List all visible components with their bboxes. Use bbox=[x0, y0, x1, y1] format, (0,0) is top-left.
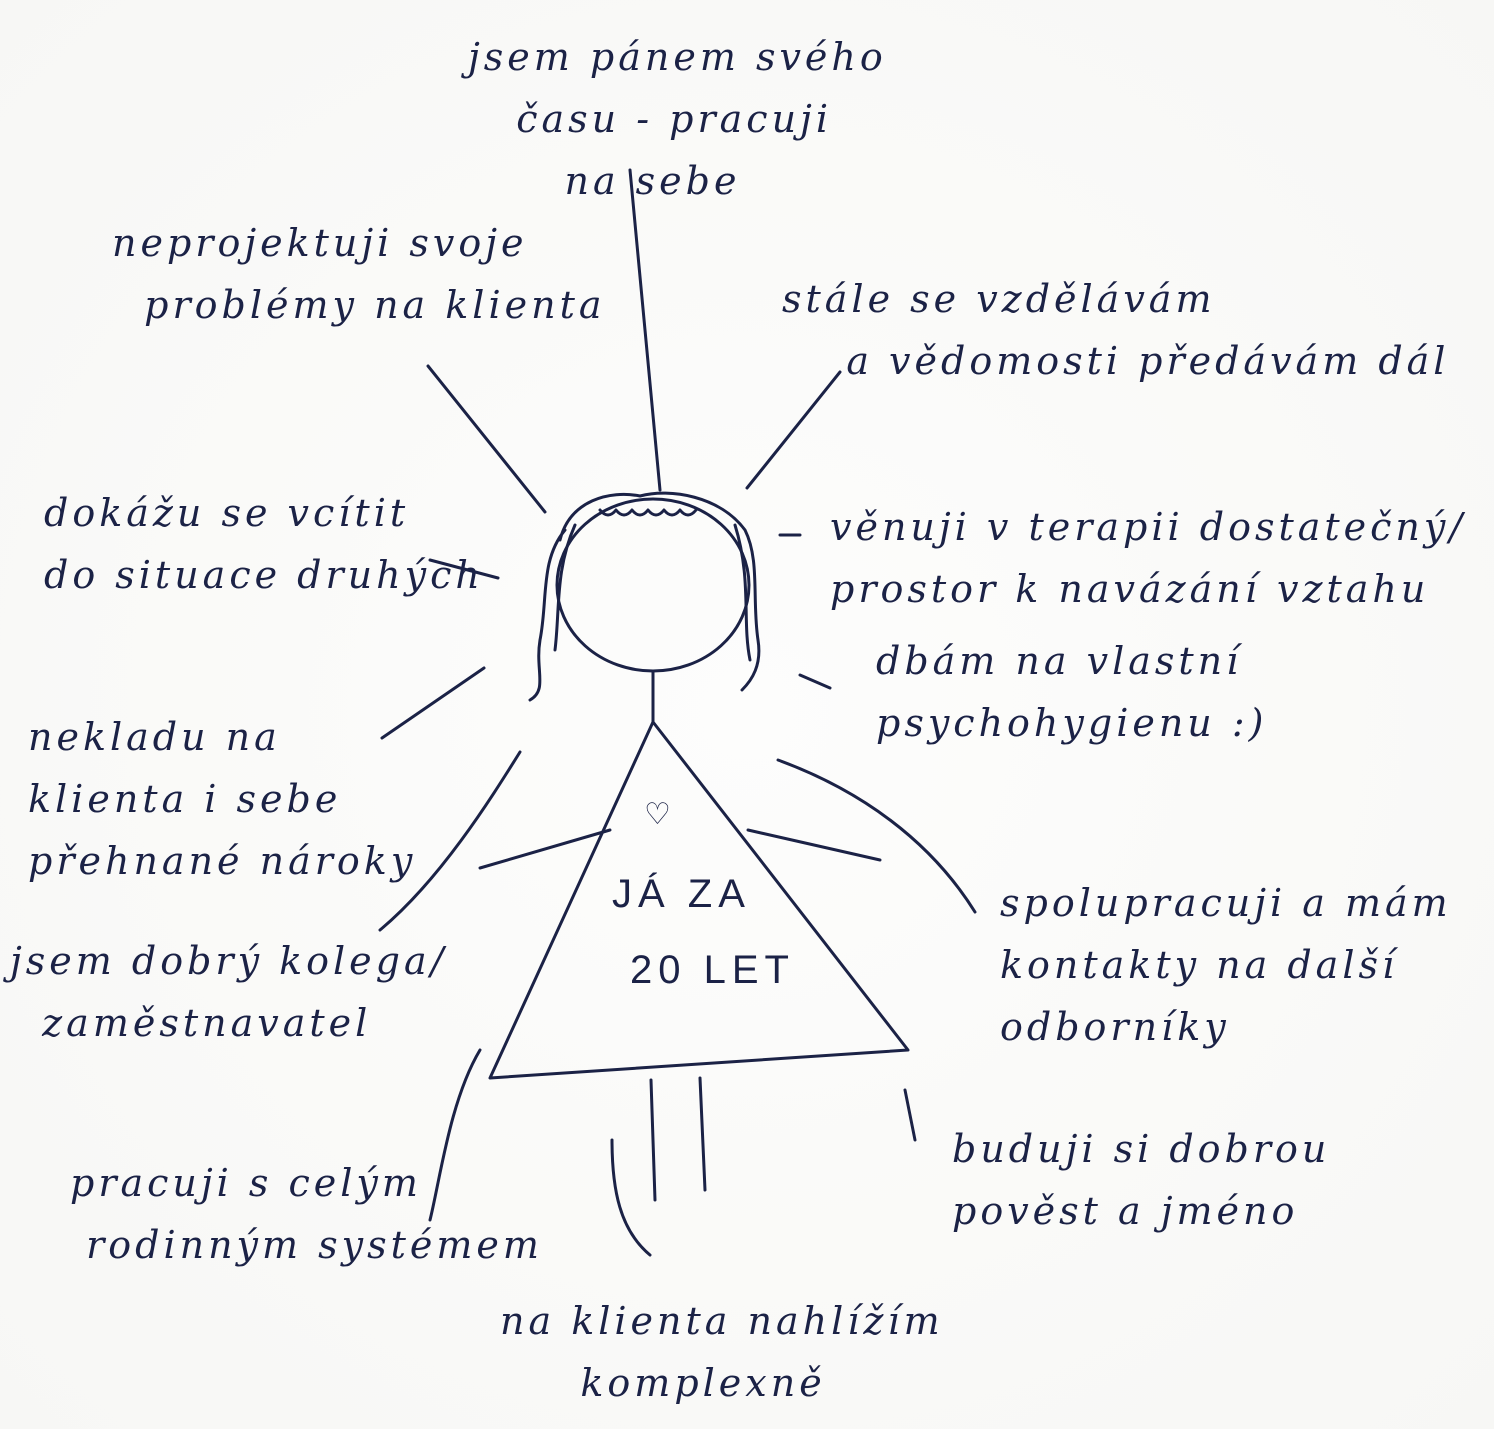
note-upper-left: neprojektuji svoje problémy na klienta bbox=[112, 221, 606, 327]
ray-middle-left bbox=[380, 666, 486, 740]
figure-hair bbox=[528, 491, 761, 702]
note-lower-left: jsem dobrý kolega/ zaměstnavatel bbox=[10, 939, 448, 1045]
note-lower-right: spolupracuji a mám kontakty na další odb… bbox=[1000, 881, 1452, 1049]
ray-top bbox=[628, 168, 662, 492]
figure-left-arm bbox=[378, 750, 612, 932]
figure-dress bbox=[488, 720, 910, 1080]
figure-leg-left bbox=[649, 1078, 657, 1202]
note-upper-right: stále se vzdělávám a vědomosti předávám … bbox=[782, 277, 1450, 383]
figure-left-arm-low bbox=[428, 1048, 482, 1222]
note-left: dokážu se vcítit do situace druhých bbox=[44, 491, 484, 597]
note-bottom-left: pracuji s celým rodinným systémem bbox=[70, 1161, 543, 1267]
figure-head bbox=[555, 497, 751, 673]
ray-left bbox=[428, 558, 500, 580]
shirt-line-1: JÁ ZA bbox=[612, 872, 751, 916]
figure-right-leg-foot bbox=[610, 1138, 652, 1257]
note-right-mid: dbám na vlastní psychohygienu :) bbox=[876, 639, 1268, 745]
ray-upper-right bbox=[745, 370, 842, 490]
heart-icon: ♡ bbox=[644, 797, 671, 832]
figure-right-arm-low bbox=[903, 1088, 917, 1142]
ray-right-mid bbox=[798, 673, 832, 690]
figure-right-arm bbox=[746, 758, 977, 914]
ray-upper-left bbox=[426, 364, 547, 514]
note-middle-left: nekladu na klienta i sebe přehnané nárok… bbox=[28, 715, 417, 883]
note-top: jsem pánem svého času - pracuji na sebe bbox=[468, 35, 887, 203]
note-bottom-right: buduji si dobrou pověst a jméno bbox=[952, 1127, 1331, 1233]
note-bottom: na klienta nahlížím komplexně bbox=[500, 1299, 944, 1405]
figure-leg-right bbox=[698, 1076, 707, 1192]
shirt-line-2: 20 LET bbox=[630, 948, 795, 992]
note-right: věnuji v terapii dostatečný/ prostor k n… bbox=[830, 505, 1467, 611]
